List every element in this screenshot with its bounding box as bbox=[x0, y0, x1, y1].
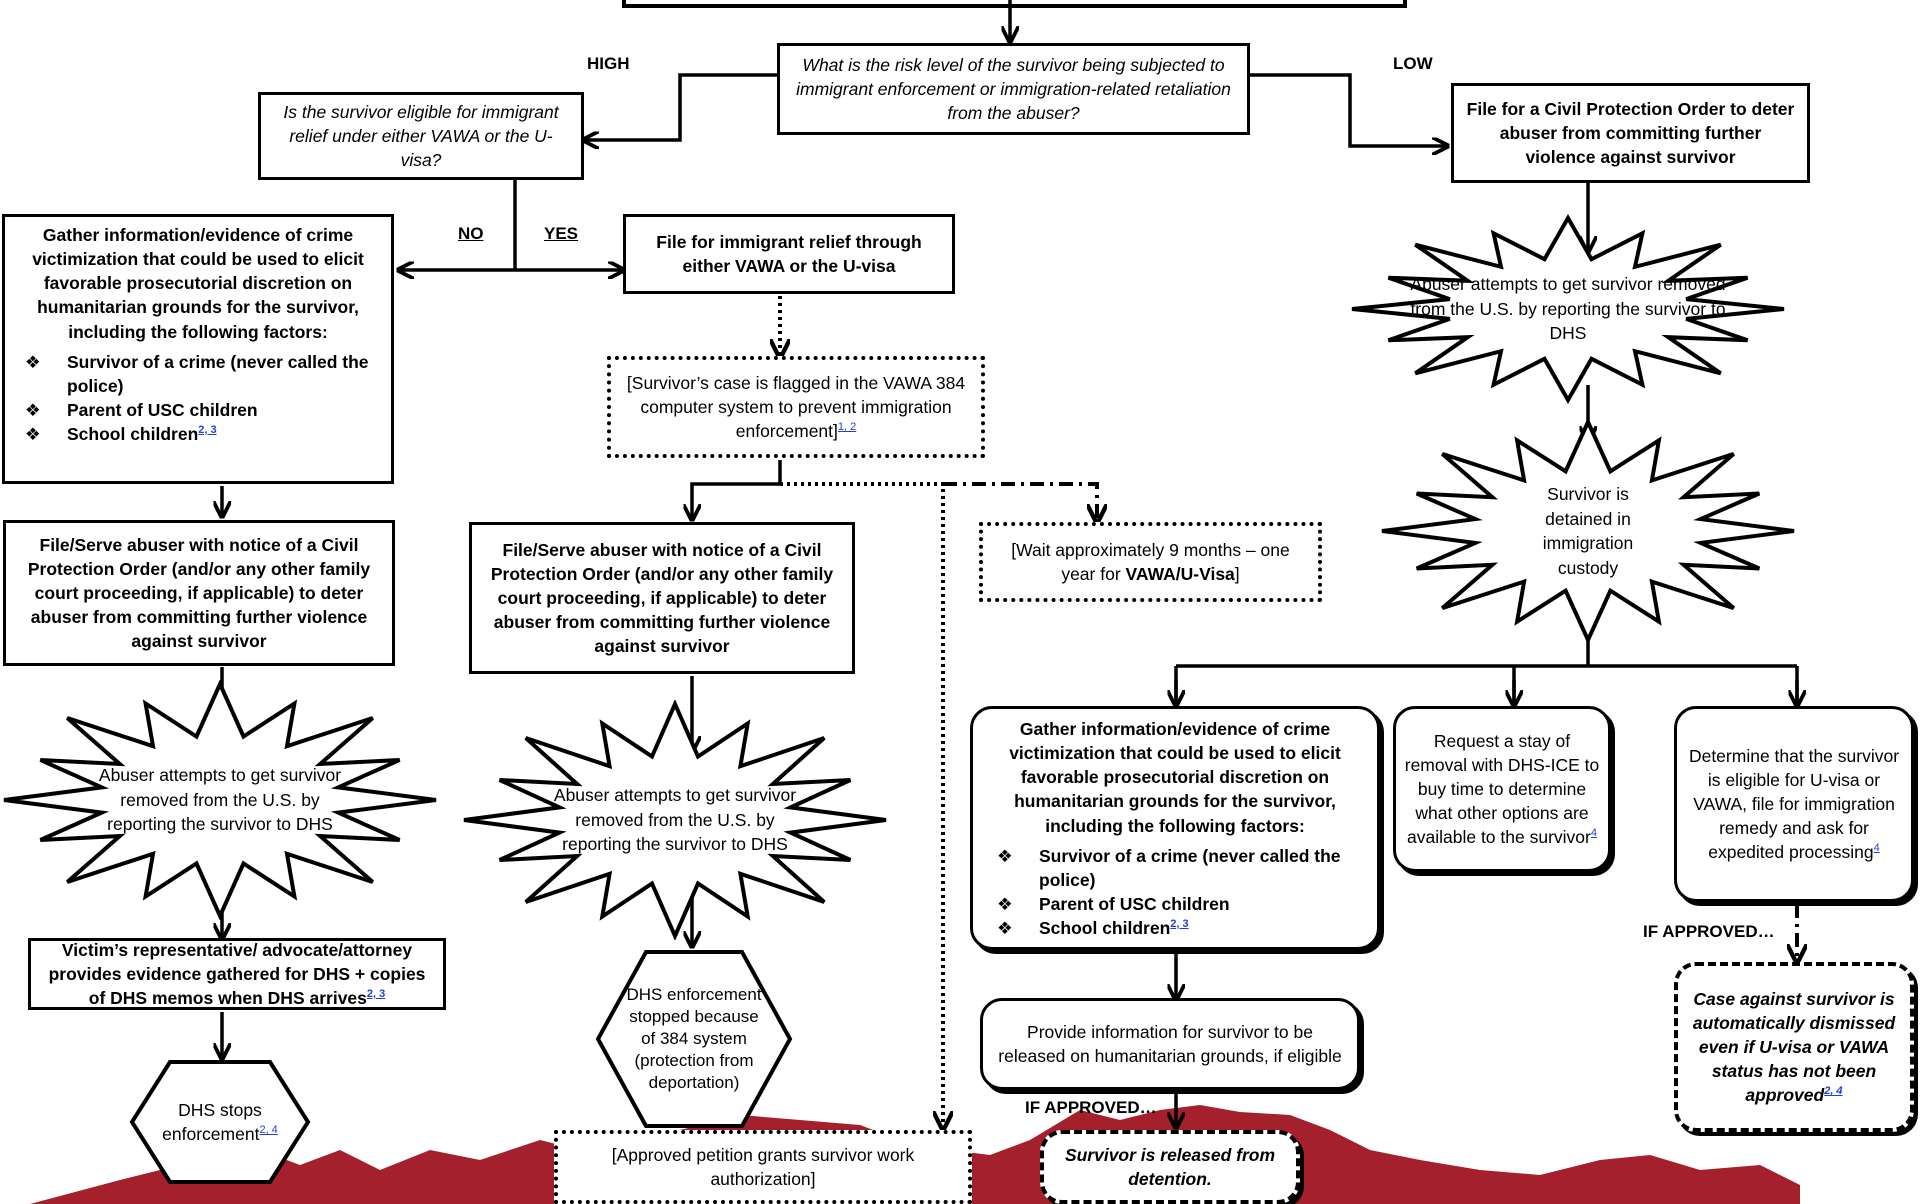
flagged-text: [Survivor’s case is flagged in the VAWA … bbox=[626, 372, 966, 442]
label-high: HIGH bbox=[587, 54, 630, 73]
gather-left-factors: Survivor of a crime (never called the po… bbox=[11, 350, 385, 447]
representative-box: Victim’s representative/ advocate/attorn… bbox=[28, 938, 446, 1010]
gather-left-text: Gather information/evidence of crime vic… bbox=[32, 225, 364, 342]
provide-info-text: Provide information for survivor to be r… bbox=[998, 1021, 1342, 1066]
starburst-outline bbox=[3, 680, 437, 920]
gather-right-box: Gather information/evidence of crime vic… bbox=[970, 706, 1380, 950]
dismissed-box: Case against survivor is automatically d… bbox=[1674, 962, 1914, 1132]
burst-mid-text: Abuser attempts to get survivor removed … bbox=[553, 785, 797, 855]
label-no: NO bbox=[458, 224, 484, 243]
burst-mid: Abuser attempts to get survivor removed … bbox=[460, 700, 890, 940]
wire-flag-to-wait bbox=[943, 482, 1097, 520]
eligible-question-box: Is the survivor eligible for immigrant r… bbox=[258, 92, 584, 180]
footnote-link[interactable]: 2, 3 bbox=[1170, 918, 1189, 931]
detained-text: Survivor is detained in immigration cust… bbox=[1542, 484, 1634, 578]
file-relief-text: File for immigrant relief through either… bbox=[656, 231, 922, 276]
starburst-outline bbox=[463, 700, 887, 940]
released-text: Survivor is released from detention. bbox=[1064, 1144, 1276, 1189]
footnote-link[interactable]: 2, 3 bbox=[366, 988, 386, 1001]
civil-protection-low-text: File for a Civil Protection Order to det… bbox=[1466, 98, 1795, 168]
wait-box: [Wait approximately 9 months – one year … bbox=[979, 522, 1322, 602]
gather-left-factor-3: School children2, 3 bbox=[25, 422, 385, 446]
gather-left-factor-1: Survivor of a crime (never called the po… bbox=[25, 350, 385, 398]
gather-right-factor-3: School children2, 3 bbox=[997, 916, 1367, 940]
determine-text: Determine that the survivor is eligible … bbox=[1688, 745, 1900, 863]
eligible-question-text: Is the survivor eligible for immigrant r… bbox=[283, 101, 559, 171]
serve-left-box: File/Serve abuser with notice of a Civil… bbox=[3, 520, 395, 666]
gather-right-factor-1: Survivor of a crime (never called the po… bbox=[997, 844, 1367, 892]
starburst-outline bbox=[1381, 418, 1795, 644]
dismissed-text: Case against survivor is automatically d… bbox=[1692, 988, 1896, 1106]
dhs-384-stopped-text: DHS enforcement stopped because of 384 s… bbox=[626, 984, 762, 1093]
released-box: Survivor is released from detention. bbox=[1040, 1130, 1300, 1204]
footnote-link[interactable]: 2, 4 bbox=[259, 1124, 278, 1137]
gather-left-box: Gather information/evidence of crime vic… bbox=[2, 214, 394, 484]
wire-flag-split bbox=[692, 460, 782, 518]
serve-mid-box: File/Serve abuser with notice of a Civil… bbox=[469, 522, 855, 674]
hex-384-stopped: DHS enforcement stopped because of 384 s… bbox=[594, 948, 794, 1130]
risk-question-text: What is the risk level of the survivor b… bbox=[796, 54, 1231, 124]
gather-right-factors: Survivor of a crime (never called the po… bbox=[983, 844, 1367, 941]
work-auth-text: [Approved petition grants survivor work … bbox=[611, 1144, 915, 1189]
gather-left-factor-2: Parent of USC children bbox=[25, 398, 385, 422]
determine-box: Determine that the survivor is eligible … bbox=[1674, 706, 1914, 902]
label-low: LOW bbox=[1393, 54, 1433, 73]
label-if-approved-dismissed: IF APPROVED… bbox=[1643, 922, 1775, 941]
work-auth-box: [Approved petition grants survivor work … bbox=[554, 1130, 972, 1204]
label-yes: YES bbox=[544, 224, 579, 243]
flagged-box: [Survivor’s case is flagged in the VAWA … bbox=[607, 356, 985, 458]
footnote-link[interactable]: 2, 4 bbox=[1824, 1085, 1843, 1098]
representative-text: Victim’s representative/ advocate/attorn… bbox=[48, 939, 426, 1009]
file-relief-box: File for immigrant relief through either… bbox=[623, 214, 955, 294]
footnote-link[interactable]: 4 bbox=[1590, 827, 1597, 840]
civil-protection-low-box: File for a Civil Protection Order to det… bbox=[1451, 83, 1810, 183]
burst-right-text: Abuser attempts to get survivor removed … bbox=[1410, 274, 1726, 344]
starburst-outline bbox=[1351, 214, 1785, 404]
label-if-approved-released: IF APPROVED… bbox=[1025, 1098, 1157, 1117]
risk-question-box: What is the risk level of the survivor b… bbox=[777, 43, 1250, 135]
provide-info-box: Provide information for survivor to be r… bbox=[980, 998, 1360, 1090]
footnote-link[interactable]: 4 bbox=[1873, 842, 1880, 855]
burst-detained: Survivor is detained in immigration cust… bbox=[1378, 418, 1798, 644]
hex-dhs-stops: DHS stops enforcement2, 4 bbox=[128, 1058, 312, 1186]
dhs-stops-text: DHS stops enforcement2, 4 bbox=[162, 1099, 278, 1145]
stay-box: Request a stay of removal with DHS-ICE t… bbox=[1393, 706, 1611, 872]
footnote-link[interactable]: 2, 3 bbox=[198, 424, 217, 437]
gather-right-text: Gather information/evidence of crime vic… bbox=[1009, 719, 1341, 836]
burst-left: Abuser attempts to get survivor removed … bbox=[0, 680, 440, 920]
gather-right-factor-2: Parent of USC children bbox=[997, 892, 1367, 916]
footnote-link[interactable]: 1, 2 bbox=[837, 421, 857, 434]
stay-text: Request a stay of removal with DHS-ICE t… bbox=[1404, 730, 1600, 848]
wait-text: [Wait approximately 9 months – one year … bbox=[1011, 539, 1290, 584]
serve-mid-text: File/Serve abuser with notice of a Civil… bbox=[490, 539, 834, 657]
burst-right: Abuser attempts to get survivor removed … bbox=[1348, 214, 1788, 404]
serve-left-text: File/Serve abuser with notice of a Civil… bbox=[27, 534, 371, 652]
wire-low bbox=[1250, 73, 1446, 146]
wire-high bbox=[585, 73, 777, 140]
wire-top-frame bbox=[622, 0, 1407, 8]
burst-left-text: Abuser attempts to get survivor removed … bbox=[98, 765, 342, 835]
